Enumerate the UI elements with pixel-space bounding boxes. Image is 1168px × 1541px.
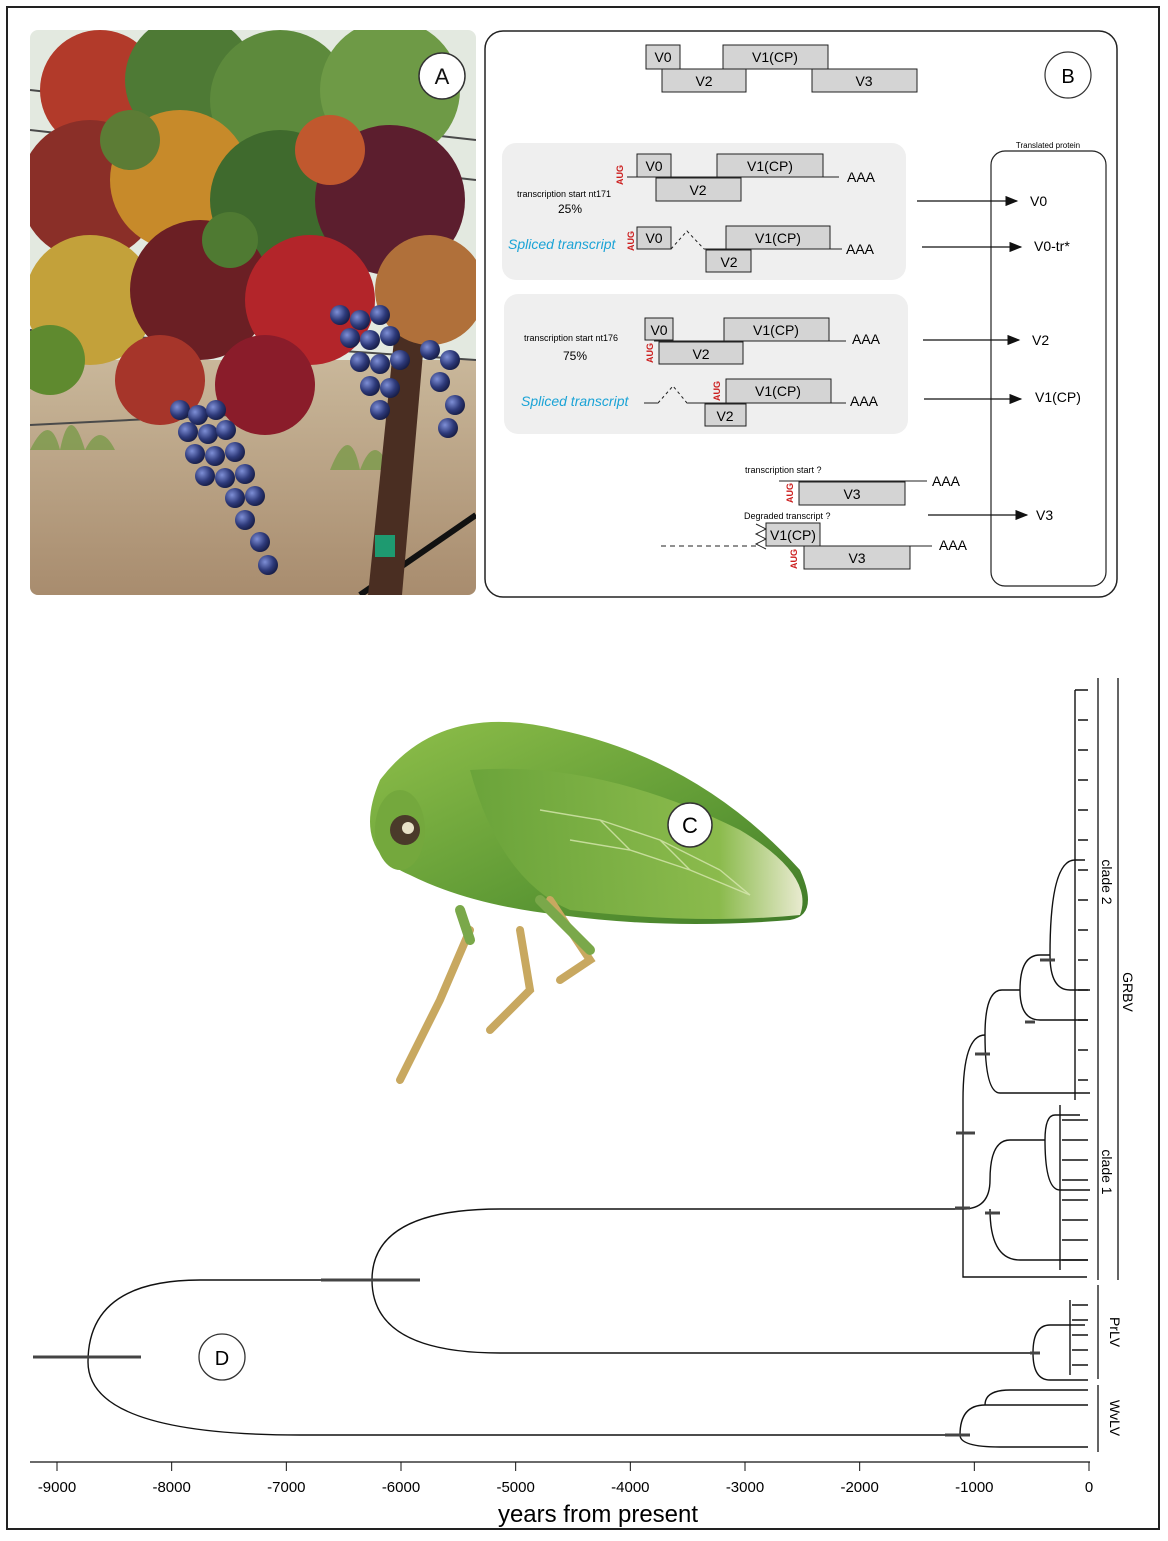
protein-v2: V2 — [1032, 332, 1049, 348]
genome-v0: V0 — [654, 49, 671, 65]
clade-label-clade-1: clade 1 — [1099, 1149, 1115, 1194]
polya: AAA — [852, 331, 881, 347]
protein-v0-tr: V0-tr* — [1034, 238, 1070, 254]
hpd-bars — [33, 960, 1055, 1435]
percent-75: 75% — [563, 349, 587, 363]
t1-v0: V0 — [645, 158, 662, 174]
t3-v2: V2 — [692, 346, 709, 362]
polya: AAA — [939, 537, 968, 553]
aug-label: AUG — [615, 165, 625, 185]
x-axis-title: years from present — [498, 1501, 698, 1528]
x-tick-label: -5000 — [496, 1479, 534, 1496]
panel-b-label: B — [1061, 66, 1074, 88]
percent-25: 25% — [558, 202, 582, 216]
translated-protein-title: Translated protein — [1016, 141, 1080, 150]
transcription-start-nt176: transcription start nt176 — [524, 333, 618, 343]
degraded-transcript-label: Degraded transcript ? — [744, 511, 831, 521]
aug-label: AUG — [626, 231, 636, 251]
t6-v1: V1(CP) — [770, 527, 816, 543]
x-tick-label: -4000 — [611, 1479, 649, 1496]
polya: AAA — [850, 393, 879, 409]
x-tick-label: -6000 — [382, 1479, 420, 1496]
aug-label: AUG — [645, 343, 655, 363]
protein-v0: V0 — [1030, 193, 1047, 209]
panel-d-label: D — [215, 1348, 229, 1370]
genome-v2: V2 — [695, 73, 712, 89]
protein-v1cp: V1(CP) — [1035, 389, 1081, 405]
x-tick-label: 0 — [1085, 1479, 1093, 1496]
spliced-transcript-label: Spliced transcript — [508, 236, 616, 252]
x-tick-label: -2000 — [840, 1479, 878, 1496]
clade-label-prlv: PrLV — [1107, 1317, 1123, 1348]
phylogeny-tree: GRBV clade 2 clade 1 PrLV WvLV D -9000 -8… — [0, 660, 1168, 1536]
t4-v1: V1(CP) — [755, 383, 801, 399]
x-axis-ticks: -9000 -8000 -7000 -6000 -5000 -4000 -3000 -2000… — [38, 1462, 1093, 1496]
x-tick-label: -3000 — [726, 1479, 764, 1496]
x-tick-label: -1000 — [955, 1479, 993, 1496]
polya: AAA — [847, 169, 876, 185]
aug-label: AUG — [712, 381, 722, 401]
spliced-transcript-label: Spliced transcript — [521, 393, 629, 409]
transcription-start-unknown: transcription start ? — [745, 465, 822, 475]
protein-v3: V3 — [1036, 507, 1053, 523]
tree-branches — [88, 690, 1090, 1447]
panel-a-label: A — [435, 64, 450, 89]
t1-v2: V2 — [689, 182, 706, 198]
x-tick-label: -9000 — [38, 1479, 76, 1496]
t3-v1: V1(CP) — [753, 322, 799, 338]
grapevine-photo: A — [30, 30, 476, 595]
t4-v2: V2 — [716, 408, 733, 424]
clade-label-clade-2: clade 2 — [1099, 859, 1115, 904]
polya: AAA — [932, 473, 961, 489]
transcription-diagram: V0 V1(CP) V2 V3 B Translated protein AUG… — [484, 30, 1118, 598]
x-tick-label: -8000 — [152, 1479, 190, 1496]
t3-v0: V0 — [650, 322, 667, 338]
aug-label: AUG — [785, 483, 795, 503]
genome-v3: V3 — [855, 73, 872, 89]
t2-v1: V1(CP) — [755, 230, 801, 246]
t2-v0: V0 — [645, 230, 662, 246]
polya: AAA — [846, 241, 875, 257]
t2-v2: V2 — [720, 254, 737, 270]
transcription-start-nt171: transcription start nt171 — [517, 189, 611, 199]
clade-label-wvlv: WvLV — [1107, 1400, 1123, 1437]
t5-v3: V3 — [843, 486, 860, 502]
x-tick-label: -7000 — [267, 1479, 305, 1496]
aug-label: AUG — [789, 549, 799, 569]
t1-v1: V1(CP) — [747, 158, 793, 174]
genome-v1: V1(CP) — [752, 49, 798, 65]
clade-label-grbv: GRBV — [1120, 972, 1136, 1012]
t6-v3: V3 — [848, 550, 865, 566]
